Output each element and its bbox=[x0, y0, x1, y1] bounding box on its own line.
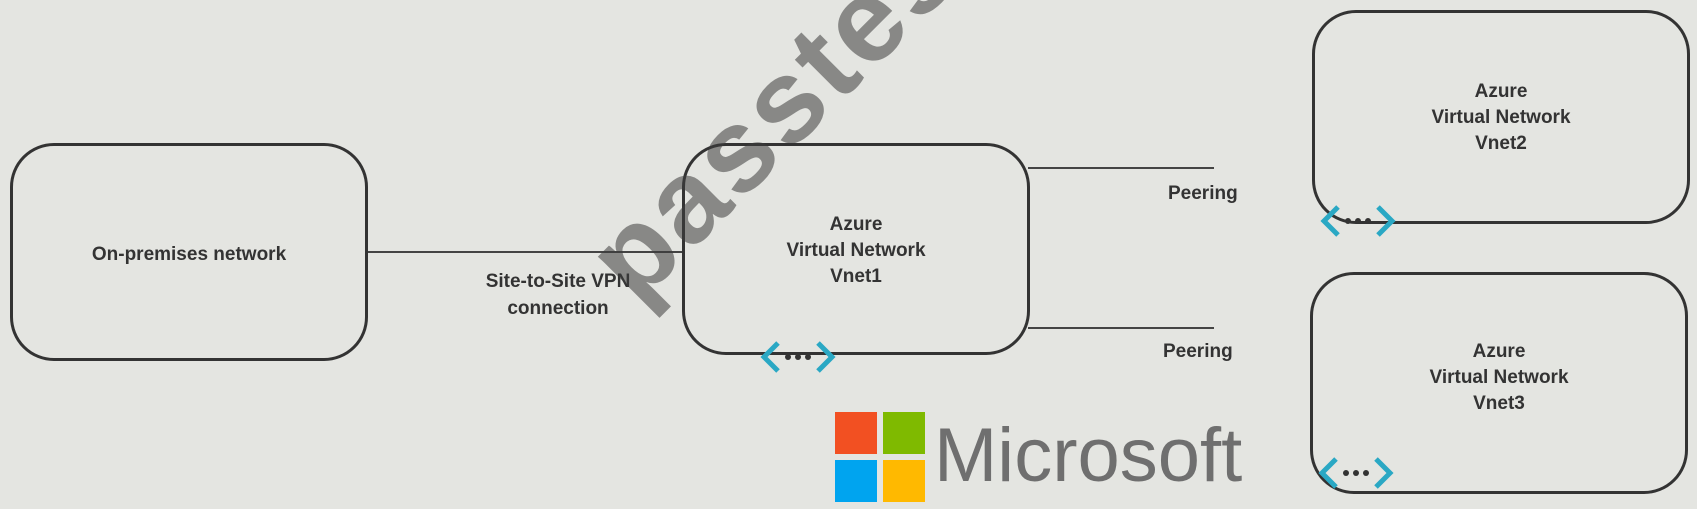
virtual-network-icon bbox=[1318, 457, 1394, 489]
vpn-connection-label: Site-to-Site VPN connection bbox=[440, 268, 676, 322]
node-vnet3: Azure Virtual Network Vnet3 bbox=[1310, 272, 1688, 494]
node-vnet1-label: Azure Virtual Network Vnet1 bbox=[685, 212, 1027, 290]
logo-square-yellow bbox=[883, 460, 925, 502]
node-vnet3-line-2: Virtual Network bbox=[1429, 367, 1569, 388]
virtual-network-icon bbox=[760, 341, 836, 373]
virtual-network-icon bbox=[1320, 205, 1396, 237]
node-vnet2-line-1: Azure bbox=[1474, 81, 1528, 102]
node-vnet2-label: Azure Virtual Network Vnet2 bbox=[1315, 79, 1687, 157]
microsoft-logo bbox=[835, 412, 927, 504]
logo-square-blue bbox=[835, 460, 877, 502]
node-vnet3-label: Azure Virtual Network Vnet3 bbox=[1313, 339, 1685, 417]
node-vnet1-line-3: Vnet1 bbox=[830, 266, 882, 287]
node-vnet1-line-2: Virtual Network bbox=[786, 240, 926, 261]
vpn-connection-line bbox=[366, 251, 682, 253]
node-onprem: On-premises network bbox=[10, 143, 368, 361]
node-vnet3-line-3: Vnet3 bbox=[1473, 393, 1525, 414]
node-vnet2-line-2: Virtual Network bbox=[1431, 107, 1571, 128]
node-onprem-line: On-premises network bbox=[91, 244, 287, 265]
vpn-label-line-2: connection bbox=[507, 298, 609, 319]
microsoft-wordmark: Microsoft bbox=[934, 413, 1243, 498]
peering-label-vnet2: Peering bbox=[1168, 183, 1238, 204]
node-vnet2-line-3: Vnet2 bbox=[1475, 133, 1527, 154]
node-vnet2: Azure Virtual Network Vnet2 bbox=[1312, 10, 1690, 224]
node-onprem-label: On-premises network bbox=[13, 242, 365, 268]
vpn-label-line-1: Site-to-Site VPN bbox=[485, 271, 631, 292]
logo-square-red bbox=[835, 412, 877, 454]
node-vnet1: Azure Virtual Network Vnet1 bbox=[682, 143, 1030, 355]
node-vnet1-line-1: Azure bbox=[829, 214, 883, 235]
peering-label-vnet3: Peering bbox=[1163, 341, 1233, 362]
peering-line-vnet3 bbox=[1028, 327, 1214, 329]
peering-line-vnet2 bbox=[1028, 167, 1214, 169]
node-vnet3-line-1: Azure bbox=[1472, 341, 1526, 362]
logo-square-green bbox=[883, 412, 925, 454]
